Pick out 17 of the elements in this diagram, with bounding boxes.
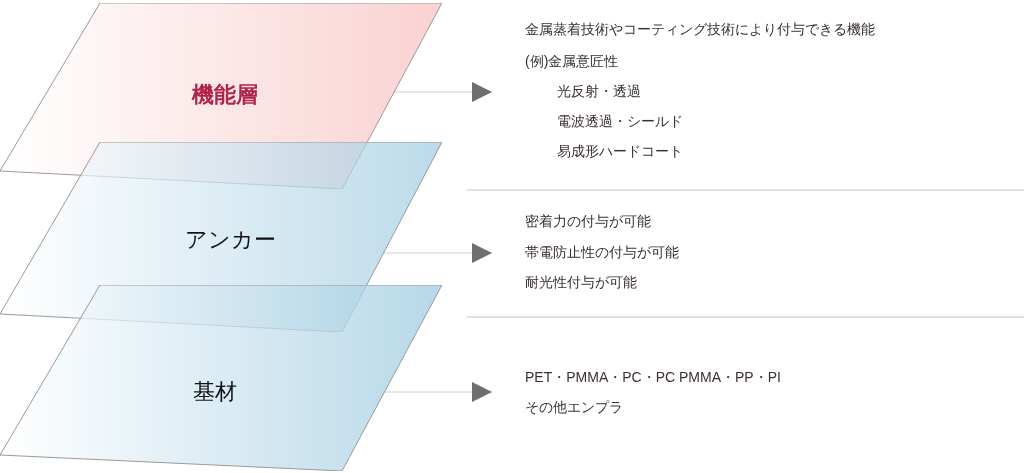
description-text: 光反射・透過 xyxy=(557,83,641,101)
arrow xyxy=(382,382,493,402)
layer-label: 機能層 xyxy=(192,81,258,109)
layer-label: 基材 xyxy=(193,378,237,406)
layer-panel xyxy=(0,285,442,471)
arrow xyxy=(382,243,493,263)
description-text: 帯電防止性の付与が可能 xyxy=(525,244,679,262)
description-text: 電波透過・シールド xyxy=(557,113,683,131)
arrow xyxy=(392,82,493,102)
description-text: (例)金属意匠性 xyxy=(525,53,619,71)
description-text: 金属蒸着技術やコーティング技術により付与できる機能 xyxy=(525,21,875,39)
description-text: 密着力の付与が可能 xyxy=(525,213,651,231)
description-text: 耐光性付与が可能 xyxy=(525,274,637,292)
description-text: その他エンプラ xyxy=(525,399,623,417)
description-text: PET・PMMA・PC・PC PMMA・PP・PI xyxy=(525,369,781,387)
description-text: 易成形ハードコート xyxy=(557,143,683,161)
layer-label: アンカー xyxy=(184,226,276,254)
